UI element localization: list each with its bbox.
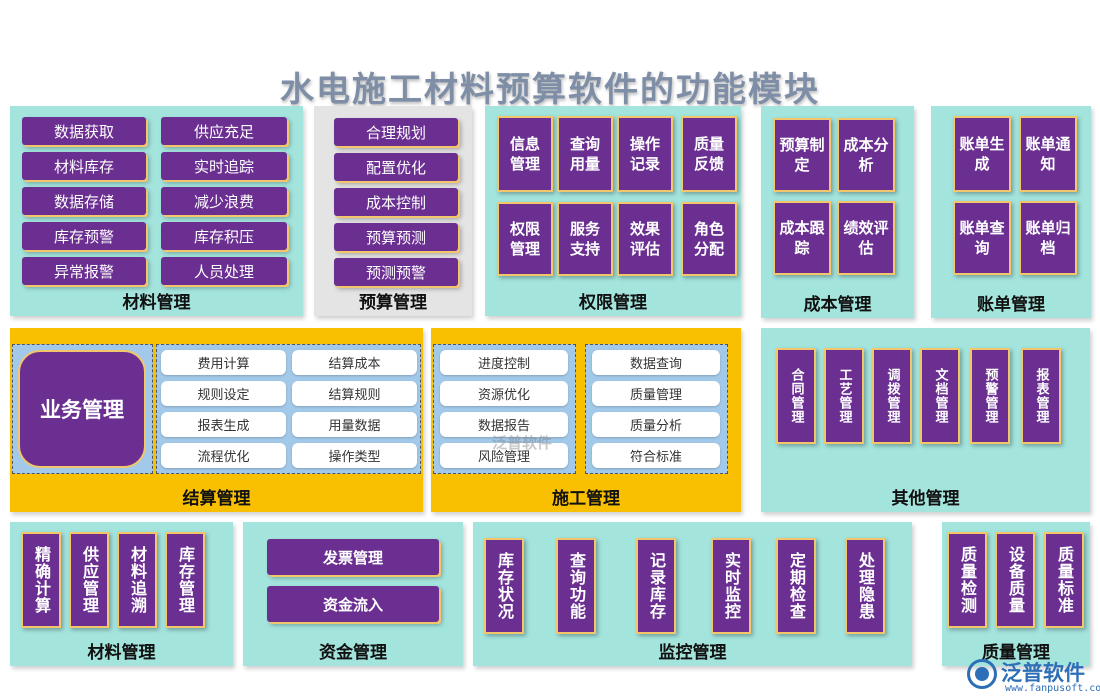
btn-cost-control[interactable]: 成本控制 (334, 188, 458, 216)
tile-document-management[interactable]: 文档管理 (920, 348, 960, 444)
tile-query-function[interactable]: 查询功能 (556, 538, 596, 634)
tile-record-inventory[interactable]: 记录库存 (636, 538, 676, 634)
tile-info-management[interactable]: 信息管理 (497, 116, 553, 192)
tile-effect-evaluation[interactable]: 效果评估 (617, 202, 673, 276)
panel-permission-management: 信息管理 查询用量 操作记录 质量反馈 权限管理 服务支持 效果评估 角色分配 … (485, 106, 741, 316)
logo-name: 泛普软件 (1001, 661, 1085, 685)
btn-supply-sufficient[interactable]: 供应充足 (161, 117, 287, 145)
btn-real-time-tracking[interactable]: 实时追踪 (161, 152, 287, 180)
panel-label: 账单管理 (977, 295, 1045, 315)
tile-quality-standard[interactable]: 质量标准 (1044, 532, 1084, 628)
panel-bill-management: 账单生成 账单通知 账单查询 账单归档 账单管理 (931, 106, 1091, 318)
tile-service-support[interactable]: 服务支持 (557, 202, 613, 276)
btn-material-inventory[interactable]: 材料库存 (22, 152, 146, 180)
btn-inventory-backlog[interactable]: 库存积压 (161, 222, 287, 250)
btn-fund-inflow[interactable]: 资金流入 (267, 586, 439, 622)
btn-reasonable-planning[interactable]: 合理规划 (334, 118, 458, 146)
panel-quality-management: 质量检测 设备质量 质量标准 质量管理 (942, 522, 1090, 666)
btn-resource-optimization[interactable]: 资源优化 (440, 381, 568, 406)
panel-other-management: 合同管理 工艺管理 调拨管理 文档管理 预警管理 报表管理 其他管理 (761, 328, 1090, 512)
btn-anomaly-alarm[interactable]: 异常报警 (22, 257, 146, 285)
tile-report-management[interactable]: 报表管理 (1021, 348, 1061, 444)
btn-rule-setting[interactable]: 规则设定 (161, 381, 286, 406)
panel-label: 材料管理 (87, 643, 156, 663)
panel-budget-management: 合理规划 配置优化 成本控制 预算预测 预测预警 预算管理 (314, 106, 472, 316)
panel-label: 资金管理 (319, 643, 387, 663)
panel-label: 材料管理 (122, 293, 191, 313)
tile-permission-management[interactable]: 权限管理 (497, 202, 553, 276)
btn-data-acquisition[interactable]: 数据获取 (22, 117, 146, 145)
logo-icon (967, 659, 997, 689)
tile-bill-archive[interactable]: 账单归档 (1019, 201, 1077, 275)
panel-material-management: 数据获取 供应充足 材料库存 实时追踪 数据存储 减少浪费 库存预警 库存积压 … (10, 106, 303, 316)
tile-material-traceability[interactable]: 材料追溯 (117, 532, 157, 628)
watermark: 泛普软件 (492, 434, 553, 452)
btn-process-optimization[interactable]: 流程优化 (161, 443, 286, 468)
panel-label: 成本管理 (803, 295, 872, 315)
tile-cost-analysis[interactable]: 成本分析 (837, 118, 895, 192)
btn-risk-management[interactable]: 风险管理 (440, 443, 568, 468)
tile-bill-generation[interactable]: 账单生成 (953, 116, 1011, 192)
tile-budget-setting[interactable]: 预算制定 (773, 118, 831, 192)
btn-data-query[interactable]: 数据查询 (592, 350, 720, 375)
tile-inventory-management[interactable]: 库存管理 (165, 532, 205, 628)
tile-cost-tracking[interactable]: 成本跟踪 (773, 201, 831, 275)
btn-forecast-warning[interactable]: 预测预警 (334, 258, 458, 286)
tile-role-assignment[interactable]: 角色分配 (681, 202, 737, 276)
panel-label: 施工管理 (552, 489, 620, 509)
btn-reduce-waste[interactable]: 减少浪费 (161, 187, 287, 215)
tile-equipment-quality[interactable]: 设备质量 (995, 532, 1035, 628)
panel-funds-management: 发票管理 资金流入 资金管理 (243, 522, 463, 666)
tile-supply-management[interactable]: 供应管理 (69, 532, 109, 628)
panel-label: 预算管理 (359, 293, 427, 313)
tile-precise-calculation[interactable]: 精确计算 (21, 532, 61, 628)
tile-process-management[interactable]: 工艺管理 (824, 348, 864, 444)
tile-quality-feedback[interactable]: 质量反馈 (681, 116, 737, 192)
btn-fee-calculation[interactable]: 费用计算 (161, 350, 286, 375)
btn-config-optimization[interactable]: 配置优化 (334, 153, 458, 181)
panel-cost-management: 预算制定 成本分析 成本跟踪 绩效评估 成本管理 (761, 106, 914, 318)
tile-inventory-status[interactable]: 库存状况 (484, 538, 524, 634)
page-title: 水电施工材料预算软件的功能模块 (280, 70, 820, 110)
panel-material-management-2: 精确计算 供应管理 材料追溯 库存管理 材料管理 (10, 522, 233, 666)
btn-usage-data[interactable]: 用量数据 (292, 412, 417, 437)
business-management-box[interactable]: 业务管理 (18, 350, 146, 468)
tile-allocation-management[interactable]: 调拨管理 (872, 348, 912, 444)
btn-report-generation[interactable]: 报表生成 (161, 412, 286, 437)
btn-inventory-warning[interactable]: 库存预警 (22, 222, 146, 250)
tile-real-time-monitoring[interactable]: 实时监控 (711, 538, 751, 634)
brand-logo: 泛普软件 www.fanpusoft.com (965, 657, 1100, 697)
tile-operation-record[interactable]: 操作记录 (617, 116, 673, 192)
tile-periodic-inspection[interactable]: 定期检查 (776, 538, 816, 634)
tile-bill-query[interactable]: 账单查询 (953, 201, 1011, 275)
btn-quality-management[interactable]: 质量管理 (592, 381, 720, 406)
panel-label: 监控管理 (658, 643, 727, 663)
logo-url: www.fanpusoft.com (1005, 683, 1100, 694)
tile-warning-management[interactable]: 预警管理 (970, 348, 1010, 444)
btn-personnel-handling[interactable]: 人员处理 (161, 257, 287, 285)
panel-monitor-management: 库存状况 查询功能 记录库存 实时监控 定期检查 处理隐患 监控管理 (473, 522, 912, 666)
panel-label: 结算管理 (182, 489, 251, 509)
tile-bill-notification[interactable]: 账单通知 (1019, 116, 1077, 192)
btn-meet-standards[interactable]: 符合标准 (592, 443, 720, 468)
panel-construction-management: 进度控制 资源优化 数据报告 风险管理 数据查询 质量管理 质量分析 符合标准 … (431, 328, 741, 512)
panel-label: 其他管理 (891, 489, 960, 509)
btn-quality-analysis[interactable]: 质量分析 (592, 412, 720, 437)
tile-hazard-handling[interactable]: 处理隐患 (845, 538, 885, 634)
panel-label: 质量管理 (982, 643, 1050, 663)
panel-label: 权限管理 (579, 293, 647, 313)
btn-settlement-cost[interactable]: 结算成本 (292, 350, 417, 375)
tile-contract-management[interactable]: 合同管理 (776, 348, 816, 444)
btn-invoice-management[interactable]: 发票管理 (267, 539, 439, 575)
btn-data-report[interactable]: 数据报告 (440, 412, 568, 437)
btn-data-storage[interactable]: 数据存储 (22, 187, 146, 215)
tile-performance-evaluation[interactable]: 绩效评估 (837, 201, 895, 275)
tile-quality-inspection[interactable]: 质量检测 (947, 532, 987, 628)
btn-budget-forecast[interactable]: 预算预测 (334, 223, 458, 251)
btn-settlement-rules[interactable]: 结算规则 (292, 381, 417, 406)
btn-operation-type[interactable]: 操作类型 (292, 443, 417, 468)
btn-progress-control[interactable]: 进度控制 (440, 350, 568, 375)
panel-settlement-management: 业务管理 费用计算 结算成本 规则设定 结算规则 报表生成 用量数据 流程优化 … (10, 328, 423, 512)
tile-query-usage[interactable]: 查询用量 (557, 116, 613, 192)
